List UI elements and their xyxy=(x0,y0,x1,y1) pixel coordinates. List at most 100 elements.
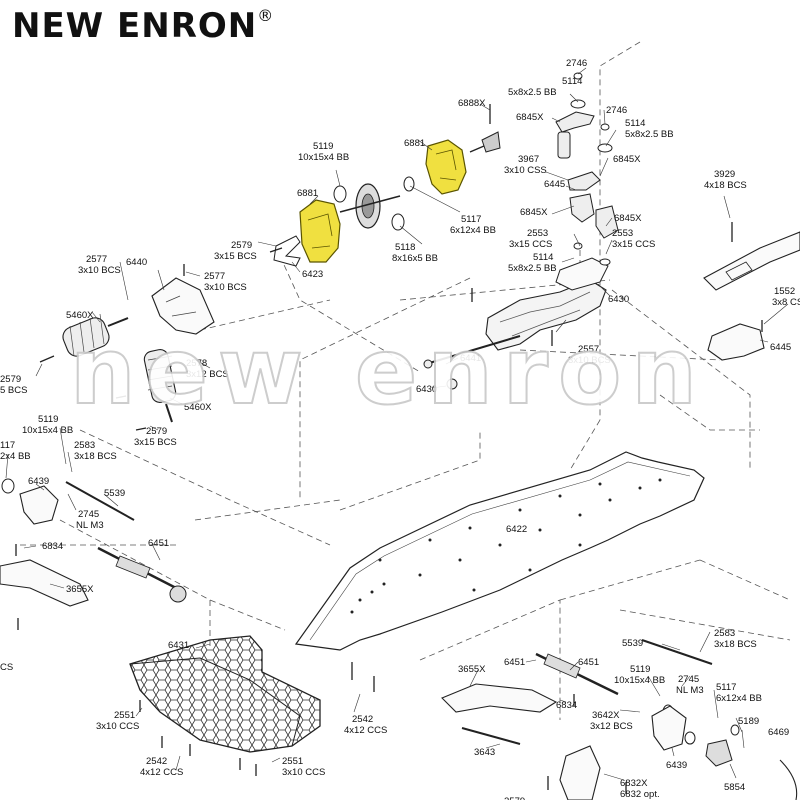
callout-6422: 6422 xyxy=(506,524,527,535)
callout-2579d: 2579 xyxy=(504,796,525,800)
center-bulkhead xyxy=(485,279,607,351)
callout-5460xa: 5460X xyxy=(66,310,94,321)
callout-3655xb: 3655X xyxy=(458,664,486,675)
callout-5539a: 5539 xyxy=(104,488,125,499)
callout-5539b: 5539 xyxy=(622,638,643,649)
nut-6430 xyxy=(446,378,458,390)
chassis-brace-slot xyxy=(725,261,753,281)
callout-6845xc: 6845X xyxy=(520,207,548,218)
center-bulkhead-detail xyxy=(499,291,591,337)
skid-plate-rim xyxy=(129,657,301,747)
callout-6440: 6440 xyxy=(126,257,147,268)
callout-6430b: 6430 xyxy=(416,384,437,395)
rear-hub-carrier xyxy=(651,705,687,751)
callout-6439a: 6439 xyxy=(28,476,49,487)
registered-mark: ® xyxy=(257,6,275,25)
callout-6439b: 6439 xyxy=(666,760,687,771)
callout-2746b: 2746 xyxy=(606,105,627,116)
screws xyxy=(15,104,763,794)
front-knuckle-left xyxy=(19,485,59,525)
callout-6834b: 6834 xyxy=(556,700,577,711)
chassis-plate-inner-edge xyxy=(309,461,691,641)
chassis-plate xyxy=(294,451,705,651)
callout-6834a: 6834 xyxy=(42,541,63,552)
rear-upright xyxy=(559,745,601,800)
callout-3655xa: 3655X xyxy=(66,584,94,595)
front-lower-arm-left xyxy=(0,559,89,607)
callout-6441: 6441 xyxy=(460,353,481,364)
steering-bellcranks xyxy=(555,111,619,239)
callout-6881b: 6881 xyxy=(297,188,318,199)
rear-lower-arm xyxy=(441,683,558,713)
callout-6445b: 6445 xyxy=(770,342,791,353)
callout-5854: 5854 xyxy=(724,782,745,793)
shock-tower xyxy=(151,277,215,335)
callout-6845xb: 6845X xyxy=(613,154,641,165)
callout-3643: 3643 xyxy=(474,747,495,758)
pinion-gear xyxy=(481,131,501,153)
callout-6845xa: 6845X xyxy=(516,112,544,123)
callout-6445a: 6445 xyxy=(544,179,565,190)
diff-brace xyxy=(273,235,301,267)
callout-6423: 6423 xyxy=(302,269,323,280)
front-turnbuckle xyxy=(65,481,135,521)
nut-6430-b xyxy=(423,359,433,369)
callout-leader-lines xyxy=(5,67,789,781)
rear-wheel-edge xyxy=(779,759,798,800)
callout-6451c: 6451 xyxy=(578,657,599,668)
chassis-brace-right xyxy=(703,231,800,291)
pinion-shaft xyxy=(469,145,485,153)
chassis-holes xyxy=(350,478,662,614)
callout-6845xd: 6845X xyxy=(614,213,642,224)
steering-top-plate xyxy=(555,257,609,291)
rear-bulkhead-6445 xyxy=(707,323,765,361)
callout-6451a: 6451 xyxy=(148,538,169,549)
steering-link xyxy=(425,335,521,365)
diff-housing-lower xyxy=(299,199,341,263)
diff-housing-lower-detail xyxy=(307,213,333,249)
front-driveshaft-boot xyxy=(115,555,151,579)
diff-housing-upper xyxy=(425,139,467,195)
brand-logo: NEW ENRON® xyxy=(12,6,274,46)
callout-6888x: 6888X xyxy=(458,98,486,109)
differential-gear xyxy=(339,183,401,229)
callout-6451b: 6451 xyxy=(504,657,525,668)
rear-wheel-hex xyxy=(705,739,733,767)
callout-6881a: 6881 xyxy=(404,138,425,149)
callout-6431: 6431 xyxy=(168,640,189,651)
callout-5189: 5189 xyxy=(738,716,759,727)
diff-housing-upper-detail xyxy=(435,149,457,181)
callout-2746a: 2746 xyxy=(566,58,587,69)
callout-6430a: 6430 xyxy=(608,294,629,305)
callout-ccs: CS xyxy=(0,662,13,673)
